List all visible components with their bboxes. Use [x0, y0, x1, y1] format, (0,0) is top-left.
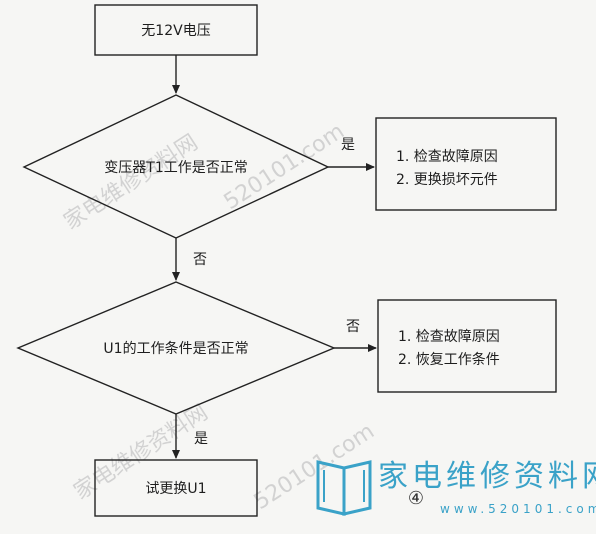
action1-line-1: 1. 检查故障原因: [396, 149, 498, 165]
action2-line-2: 2. 恢复工作条件: [398, 351, 500, 368]
brand-name: 家电维修资料网: [378, 459, 596, 494]
end-node: [94, 459, 258, 517]
watermark-site-url: 520101.com: [250, 419, 379, 515]
end-node-label: 试更换U1: [145, 480, 206, 497]
decision2-label: U1的工作条件是否正常: [103, 340, 248, 357]
edge-label-no-1: 否: [193, 252, 207, 268]
brand-url: www.520101.com: [440, 502, 596, 516]
book-logo-icon: [316, 460, 372, 516]
action1-node: [375, 117, 557, 211]
watermark-site-cn: 家电维修资料网: [60, 130, 203, 235]
figure-number: ④: [408, 488, 424, 509]
decision1-label: 变压器T1工作是否正常: [104, 160, 247, 176]
watermark-faint: 家电维修资料网 520101.com 家电维修资料网 520101.com: [60, 119, 379, 515]
edge-label-no-2: 否: [346, 319, 360, 335]
edge-label-yes-1: 是: [341, 137, 355, 153]
action2-line-1: 1. 检查故障原因: [398, 329, 500, 345]
action2-node: [377, 299, 557, 393]
action1-line-2: 2. 更换损坏元件: [396, 171, 498, 188]
start-node-label: 无12V电压: [141, 23, 210, 39]
edge-label-yes-2: 是: [194, 431, 208, 447]
